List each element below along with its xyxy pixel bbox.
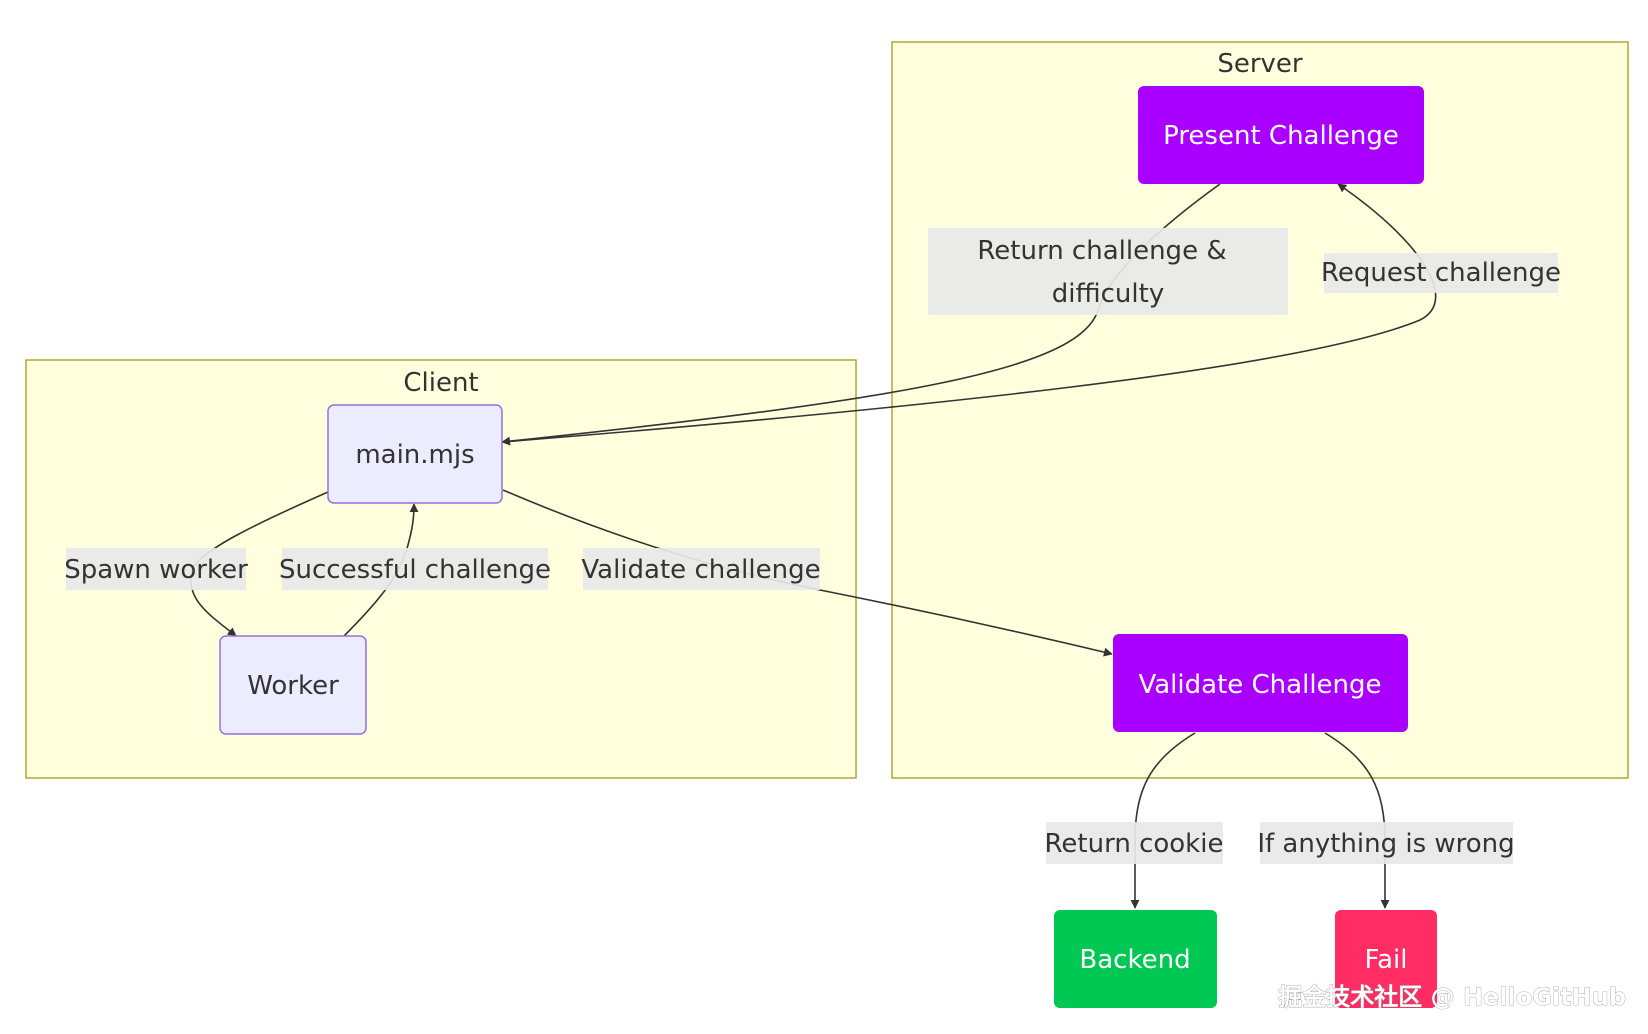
edge-label-return-cookie: Return cookie [1045,822,1224,864]
edge-label-request-challenge: Request challenge [1321,253,1561,293]
node-fail[interactable]: Fail [1335,910,1437,1008]
watermark-text: 掘金技术社区 @ HelloGitHub [1278,983,1626,1011]
node-backend-label: Backend [1079,945,1190,975]
edge-label-return-cookie-text: Return cookie [1045,829,1224,859]
node-main-mjs[interactable]: main.mjs [327,404,503,504]
edge-label-return-challenge-line2: difficulty [1052,279,1164,309]
edge-label-if-wrong: If anything is wrong [1257,822,1515,864]
node-worker[interactable]: Worker [219,635,367,735]
node-worker-label: Worker [247,671,339,701]
edge-label-validate-challenge: Validate challenge [581,548,821,590]
edge-label-return-challenge-line1: Return challenge & [977,236,1226,266]
node-validate-challenge-label: Validate Challenge [1138,670,1381,700]
edge-label-spawn-worker-text: Spawn worker [64,555,248,585]
node-backend[interactable]: Backend [1054,910,1217,1008]
node-present-challenge-label: Present Challenge [1163,121,1399,151]
edge-label-spawn-worker: Spawn worker [64,548,248,590]
edge-label-return-challenge: Return challenge & difficulty [928,228,1288,315]
node-main-mjs-label: main.mjs [355,440,474,470]
edge-label-successful-challenge-text: Successful challenge [279,555,551,585]
node-present-challenge[interactable]: Present Challenge [1138,86,1424,184]
client-cluster-title: Client [403,368,478,398]
node-fail-label: Fail [1365,945,1408,975]
edge-label-if-wrong-text: If anything is wrong [1257,829,1514,859]
edge-label-request-challenge-text: Request challenge [1321,258,1561,288]
server-cluster-title: Server [1217,49,1303,79]
node-validate-challenge[interactable]: Validate Challenge [1113,634,1408,732]
edge-label-validate-challenge-text: Validate challenge [581,555,820,585]
edge-label-successful-challenge: Successful challenge [279,548,551,590]
